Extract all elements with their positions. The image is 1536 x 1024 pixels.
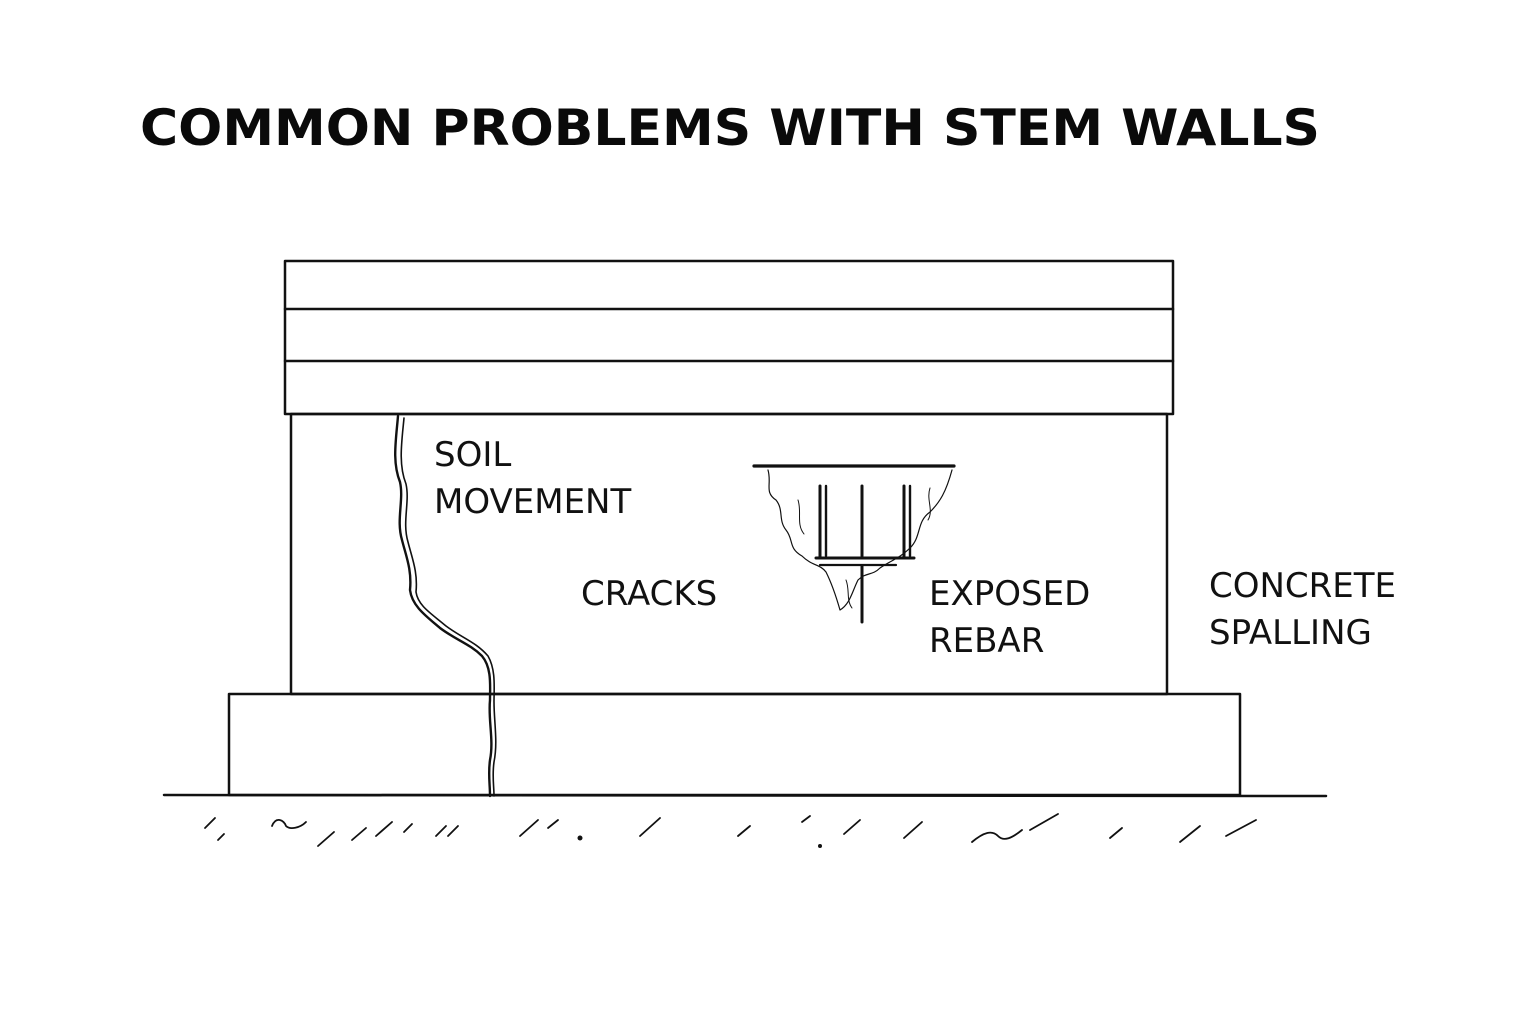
- ground-pebble: [577, 835, 583, 841]
- exposed-rebar-area: [752, 464, 956, 624]
- ground-mark: [403, 823, 413, 833]
- ground-mark: [447, 825, 459, 837]
- label-concrete-spalling-line-1: CONCRETE: [1209, 566, 1396, 606]
- label-soil-movement: SOIL MOVEMENT: [434, 435, 631, 522]
- ground-mark: [801, 815, 811, 823]
- label-exposed-rebar-line-2: REBAR: [929, 621, 1044, 661]
- ground-mark: [1029, 813, 1059, 831]
- crack-line-outer: [394, 414, 493, 798]
- ground-mark: [204, 817, 216, 829]
- ground-mark: [639, 817, 661, 837]
- ground-mark: [317, 831, 335, 847]
- ground-mark: [737, 825, 751, 837]
- spall-outline: [767, 469, 953, 611]
- label-cracks: CRACKS: [581, 574, 717, 614]
- ground-mark: [971, 829, 1023, 843]
- ground-pebble: [818, 844, 822, 848]
- ground-line: [162, 793, 1328, 798]
- beam-outline: [283, 259, 1175, 416]
- label-soil-movement-line-1: SOIL: [434, 435, 511, 475]
- diagram-title: COMMON PROBLEMS WITH STEM WALLS: [140, 99, 1320, 157]
- label-exposed-rebar-line-1: EXPOSED: [929, 574, 1090, 614]
- label-concrete-spalling-line-2: SPALLING: [1209, 613, 1372, 653]
- label-soil-movement-line-2: MOVEMENT: [434, 482, 631, 522]
- ground-mark: [217, 833, 225, 841]
- ground-mark: [375, 821, 393, 837]
- ground-mark: [1109, 827, 1123, 839]
- ground-mark: [1225, 819, 1257, 837]
- label-concrete-spalling: CONCRETE SPALLING: [1209, 566, 1396, 653]
- label-exposed-rebar: EXPOSED REBAR: [929, 574, 1090, 661]
- ground-mark: [1179, 825, 1201, 843]
- ground-mark: [547, 819, 559, 829]
- ground-mark: [351, 827, 367, 841]
- footing: [227, 692, 1242, 797]
- spall-crack: [845, 579, 853, 609]
- ground-mark: [903, 821, 923, 839]
- crack-line-inner: [400, 417, 497, 797]
- ground-mark: [843, 819, 861, 835]
- ground-mark: [435, 825, 447, 837]
- ground-mark: [271, 819, 307, 829]
- ground-texture: [204, 813, 1257, 848]
- crack: [394, 414, 497, 798]
- spall-crack: [797, 499, 805, 535]
- beam: [283, 259, 1175, 416]
- spall-crack: [927, 487, 931, 521]
- ground-mark: [519, 819, 539, 837]
